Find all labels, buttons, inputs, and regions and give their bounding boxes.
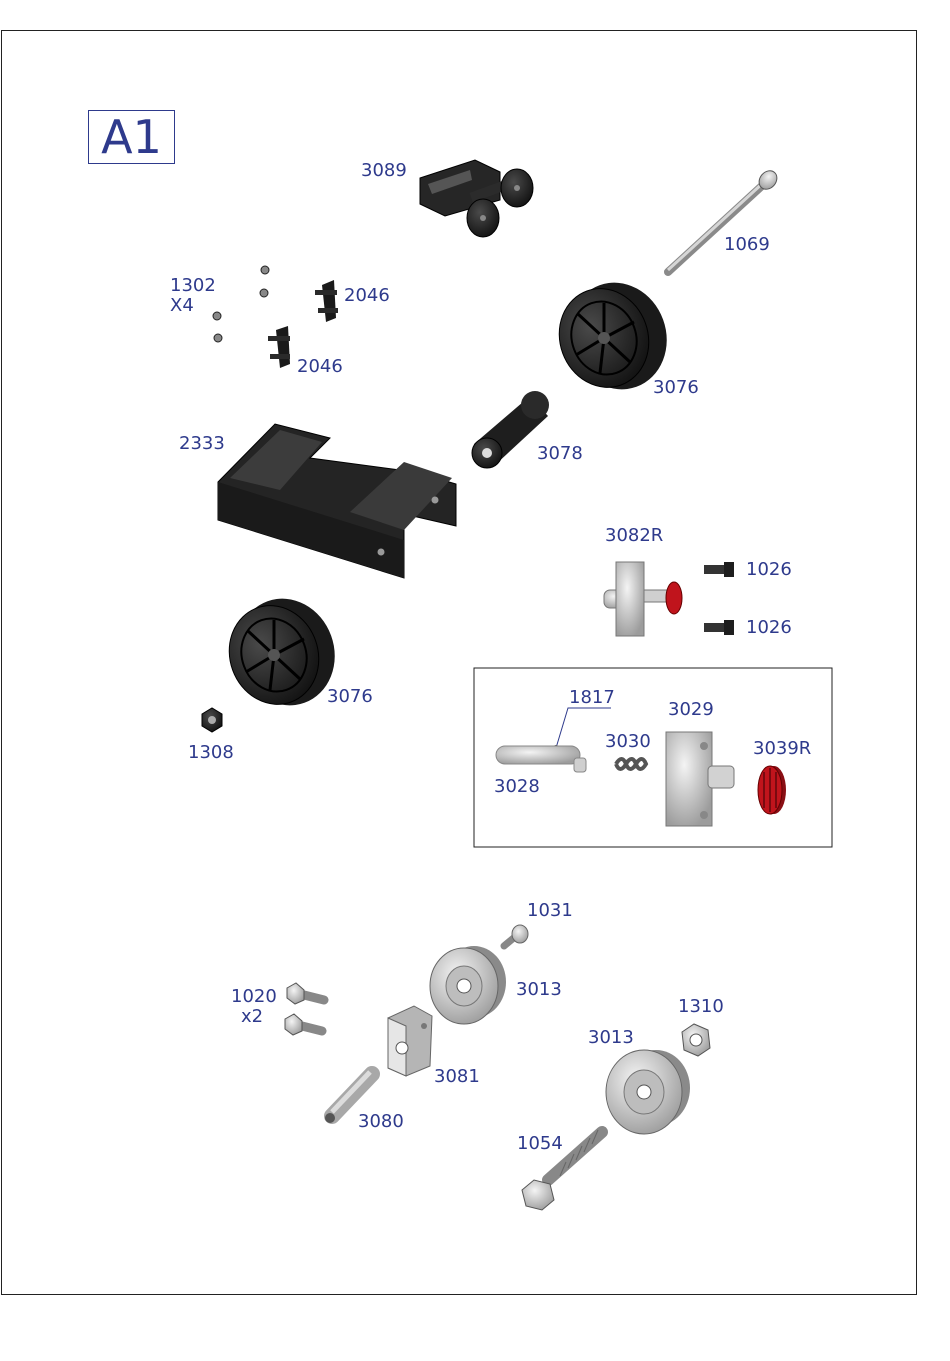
label-1302: 1302 — [170, 276, 216, 296]
part-1302-nuts — [213, 266, 269, 342]
label-2046-lower: 2046 — [297, 357, 343, 377]
part-3029-body — [666, 732, 734, 826]
label-3039R: 3039R — [753, 739, 811, 759]
label-3013-lower: 3013 — [588, 1028, 634, 1048]
label-1020: 1020 — [231, 987, 277, 1007]
label-1308: 1308 — [188, 743, 234, 763]
part-1069-long-bolt — [668, 167, 781, 272]
label-1031: 1031 — [527, 901, 573, 921]
part-2046-bracket-lower — [268, 326, 290, 368]
part-1308-nut — [202, 708, 222, 732]
label-3076-upper: 3076 — [653, 378, 699, 398]
label-3078: 3078 — [537, 444, 583, 464]
part-1031-bolt — [504, 925, 528, 946]
label-2046-upper: 2046 — [344, 286, 390, 306]
label-1054: 1054 — [517, 1134, 563, 1154]
part-3028-pin — [496, 746, 586, 772]
label-3080: 3080 — [358, 1112, 404, 1132]
label-3089: 3089 — [361, 161, 407, 181]
part-1020-bolt-upper — [287, 983, 324, 1004]
part-1020-bolt-lower — [285, 1014, 322, 1035]
label-3082R: 3082R — [605, 526, 663, 546]
part-3030-spring — [616, 759, 646, 769]
part-1310-nut — [682, 1024, 710, 1056]
part-2333-frame — [218, 424, 456, 578]
label-1302-qty: X4 — [170, 296, 194, 316]
leader-1817 — [554, 708, 612, 751]
label-1026-upper: 1026 — [746, 560, 792, 580]
label-1020-qty: x2 — [241, 1007, 263, 1027]
label-1026-lower: 1026 — [746, 618, 792, 638]
part-2046-bracket-upper — [315, 280, 338, 322]
label-3013-upper: 3013 — [516, 980, 562, 1000]
label-3076-lower: 3076 — [327, 687, 373, 707]
label-3030: 3030 — [605, 732, 651, 752]
label-3029: 3029 — [668, 700, 714, 720]
part-3039R-knob — [758, 766, 786, 814]
part-1026-screw-lower — [704, 620, 734, 635]
label-3081: 3081 — [434, 1067, 480, 1087]
part-3081-block — [388, 1006, 432, 1076]
label-1817: 1817 — [569, 688, 615, 708]
part-3089-trolley — [420, 160, 533, 237]
label-1069: 1069 — [724, 235, 770, 255]
part-3013-pulley-upper — [430, 946, 506, 1024]
part-3013-pulley-lower — [606, 1050, 690, 1134]
part-1026-screw-upper — [704, 562, 734, 577]
label-1310: 1310 — [678, 997, 724, 1017]
label-3028: 3028 — [494, 777, 540, 797]
part-3082R-assembly — [604, 562, 682, 636]
label-2333: 2333 — [179, 434, 225, 454]
